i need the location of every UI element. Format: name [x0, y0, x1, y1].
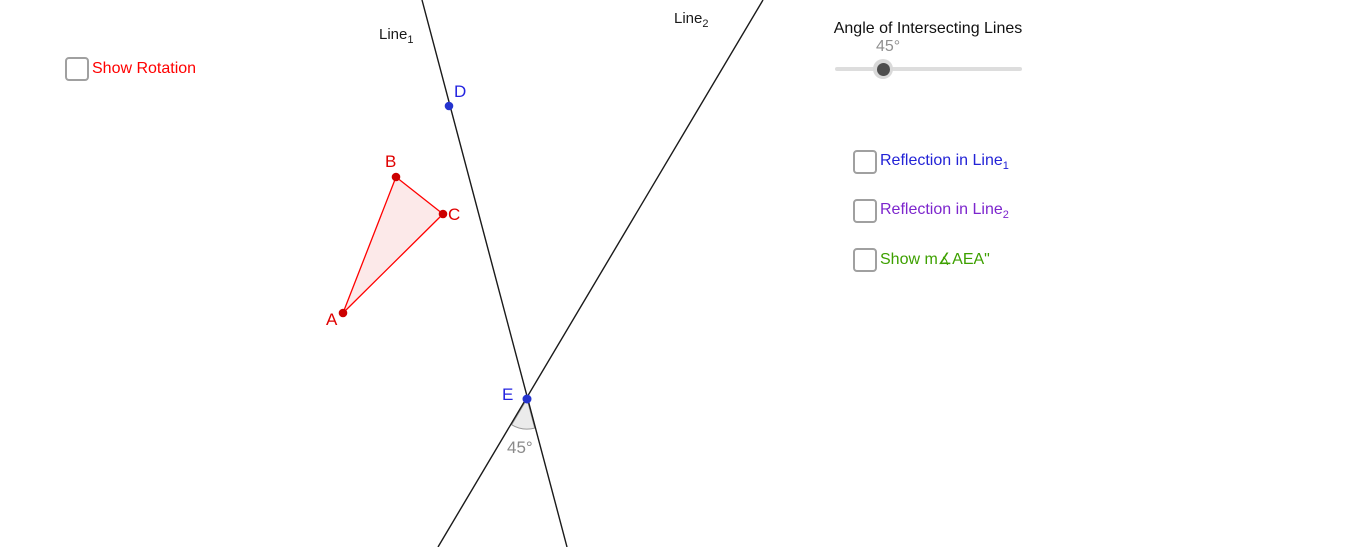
angle-slider-track[interactable] — [835, 67, 1022, 71]
show-rotation-checkbox[interactable] — [65, 57, 89, 81]
show-angle-measure-label[interactable]: Show m∡AEA" — [880, 251, 990, 269]
point-E[interactable] — [522, 394, 532, 404]
point-E-label: E — [502, 385, 514, 404]
show-angle-measure-checkbox[interactable] — [853, 248, 877, 272]
line1-label: Line1 — [379, 26, 414, 46]
point-B[interactable] — [391, 172, 401, 182]
point-A[interactable] — [338, 308, 348, 318]
reflection-line2-label[interactable]: Reflection in Line2 — [880, 200, 1009, 221]
line-2[interactable] — [437, 0, 764, 547]
triangle-ABC[interactable] — [342, 176, 444, 314]
point-A-label: A — [326, 310, 338, 329]
reflection-line2-row: Reflection in Line2 — [853, 199, 1009, 223]
line2-label: Line2 — [674, 10, 709, 30]
reflection-line1-label[interactable]: Reflection in Line1 — [880, 151, 1009, 172]
point-D-label: D — [454, 82, 467, 101]
point-C[interactable] — [438, 209, 448, 219]
point-C-label: C — [448, 205, 461, 224]
reflection-line2-checkbox[interactable] — [853, 199, 877, 223]
point-B-label: B — [385, 152, 397, 171]
point-D[interactable] — [444, 101, 454, 111]
angle-value-label: 45° — [507, 438, 533, 457]
show-angle-measure-row: Show m∡AEA" — [853, 248, 990, 272]
show-rotation-label[interactable]: Show Rotation — [92, 60, 197, 78]
line-1[interactable] — [421, 0, 568, 547]
reflection-line1-checkbox[interactable] — [853, 150, 877, 174]
show-rotation-row: Show Rotation — [65, 57, 196, 81]
slider-value-label: 45° — [876, 38, 901, 55]
angle-slider-thumb[interactable] — [873, 59, 893, 79]
reflection-line1-row: Reflection in Line1 — [853, 150, 1009, 174]
slider-title: Angle of Intersecting Lines — [833, 20, 1023, 37]
angle-sector-at-E — [511, 397, 536, 430]
